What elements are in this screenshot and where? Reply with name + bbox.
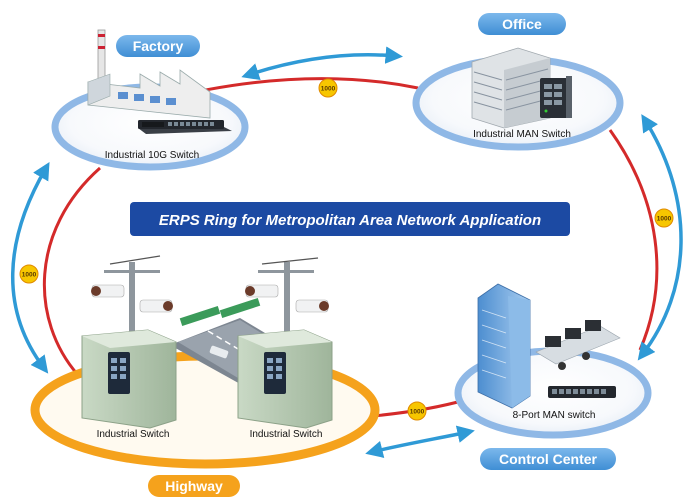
highway-node: Industrial Switch Industrial Switch	[30, 255, 380, 469]
cctv-camera-icon	[91, 284, 125, 298]
highway-pill: Highway	[148, 475, 240, 497]
link-badge-right: 1000	[654, 208, 674, 228]
arrow-bottom	[365, 425, 475, 458]
highway-left-device-label: Industrial Switch	[97, 429, 170, 440]
arrow-right	[637, 114, 683, 361]
link-badge-left-label: 1000	[22, 272, 37, 279]
industrial-10g-switch-icon	[138, 120, 232, 134]
highway-left-cabinet-icon	[81, 329, 177, 429]
office-label: Office	[502, 16, 542, 32]
office-pill: Office	[478, 13, 566, 35]
link-badge-right-label: 1000	[657, 216, 672, 223]
cctv-camera-icon	[245, 284, 279, 298]
highway-right-pole-icon	[258, 257, 319, 372]
control-center-pill: Control Center	[480, 448, 616, 470]
diagram-title-text: ERPS Ring for Metropolitan Area Network …	[159, 212, 541, 229]
highway-right-device-label: Industrial Switch	[250, 429, 323, 440]
link-badge-top-label: 1000	[321, 86, 336, 93]
factory-label: Factory	[133, 38, 184, 54]
cctv-camera-icon	[139, 299, 173, 313]
link-badge-left: 1000	[19, 264, 39, 284]
link-badge-top: 1000	[318, 78, 338, 98]
factory-pill: Factory	[116, 35, 200, 57]
cctv-camera-icon	[295, 299, 329, 313]
highway-left-pole-icon	[104, 255, 161, 372]
highway-label: Highway	[165, 478, 223, 494]
industrial-man-switch-icon	[540, 76, 572, 118]
control-center-label: Control Center	[499, 451, 598, 467]
operators-desk-icon	[535, 320, 621, 370]
8-port-man-switch-icon	[548, 386, 616, 398]
factory-node: Industrial 10G Switch	[51, 29, 249, 171]
control-center-node: 8-Port MAN switch	[454, 283, 652, 439]
office-device-label: Industrial MAN Switch	[473, 129, 571, 140]
ring-link-office-control	[608, 129, 659, 351]
control-center-tower-icon	[477, 283, 531, 409]
factory-building-icon	[87, 29, 211, 119]
office-node: Industrial MAN Switch	[412, 47, 624, 151]
link-badge-bottom-label: 1000	[410, 409, 425, 416]
diagram-title: ERPS Ring for Metropolitan Area Network …	[130, 202, 570, 236]
control-center-device-label: 8-Port MAN switch	[513, 410, 596, 421]
arrow-left	[11, 161, 50, 374]
highway-right-cabinet-icon	[237, 329, 333, 429]
arrow-top	[241, 46, 403, 81]
office-building-icon	[471, 47, 551, 129]
redundancy-arrows	[11, 46, 683, 458]
link-badge-bottom: 1000	[407, 401, 427, 421]
factory-device-label: Industrial 10G Switch	[105, 150, 200, 161]
